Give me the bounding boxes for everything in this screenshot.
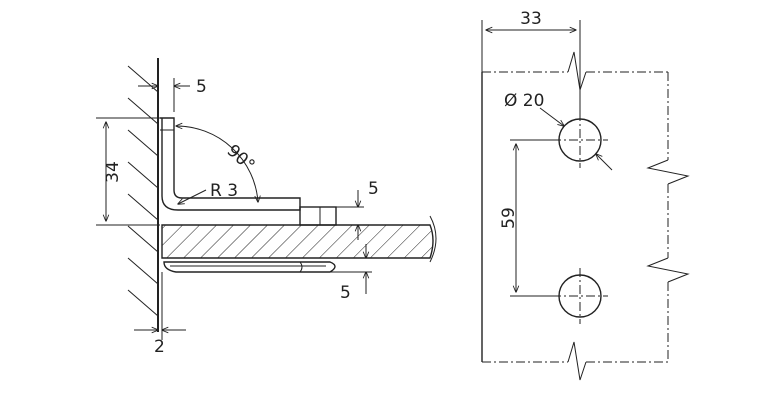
dim-top-gap: 5 [138, 77, 207, 112]
dim-wall-label: 2 [154, 337, 165, 357]
wall-hatching [127, 65, 159, 317]
dim-hole-diameter-label: Ø 20 [504, 91, 544, 111]
dim-width: 33 [481, 9, 581, 112]
hole-bottom [552, 268, 608, 324]
dim-nut: 5 [336, 179, 379, 240]
dim-hole-spacing-label: 59 [499, 207, 519, 229]
dim-underside: 5 [330, 244, 372, 303]
dim-height-label: 34 [103, 161, 123, 183]
dim-underside-label: 5 [340, 283, 351, 303]
dim-hole-spacing: 59 [499, 139, 558, 297]
dim-radius: R 3 [178, 181, 238, 204]
dim-width-label: 33 [520, 9, 542, 29]
glass-shelf [161, 224, 434, 259]
clamp-pad [163, 261, 336, 273]
nut [299, 206, 337, 226]
front-view: 33 Ø 20 59 [481, 9, 690, 381]
hole-top [552, 112, 608, 168]
angle-bracket [160, 117, 301, 211]
dim-nut-label: 5 [368, 179, 379, 199]
dim-height: 34 [96, 117, 160, 226]
dim-radius-label: R 3 [210, 181, 238, 201]
dim-wall: 2 [134, 272, 186, 357]
side-view: 5 34 90° R 3 5 [96, 58, 437, 357]
dim-hole-diameter: Ø 20 [504, 91, 613, 171]
dim-top-gap-label: 5 [196, 77, 207, 97]
dim-angle-label: 90° [223, 141, 259, 176]
